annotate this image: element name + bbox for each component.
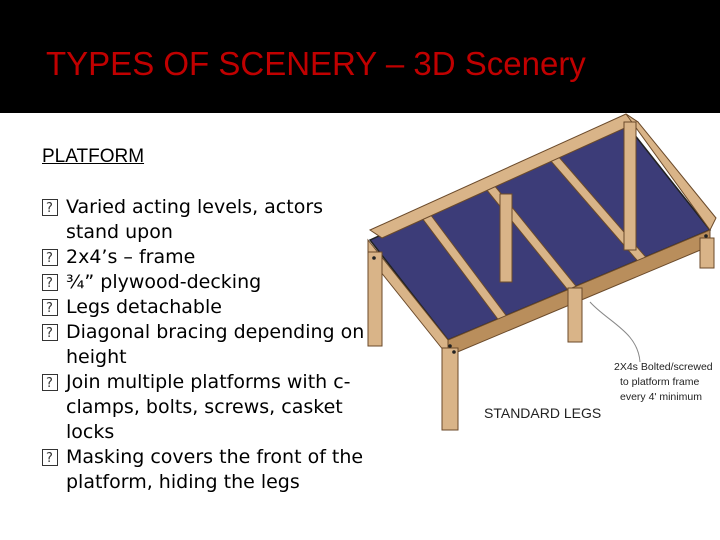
bullet-text: Legs detachable bbox=[66, 296, 222, 318]
bullet-text: ¾” plywood-decking bbox=[66, 271, 262, 293]
bullet-item: 2x4’s – frame bbox=[40, 245, 380, 271]
bolt bbox=[372, 256, 376, 260]
bullet-text: 2x4’s – frame bbox=[66, 246, 196, 268]
callout-line bbox=[589, 301, 641, 363]
bullet-item: Legs detachable bbox=[40, 295, 380, 321]
platform-leg bbox=[441, 347, 459, 431]
missing-glyph-icon bbox=[42, 246, 58, 271]
legs-label: STANDARD LEGS bbox=[484, 405, 601, 421]
bullet-text: Diagonal bracing depending on height bbox=[66, 321, 365, 368]
platform-leg bbox=[499, 193, 513, 283]
slide-title: TYPES OF SCENERY – 3D Scenery bbox=[46, 45, 586, 82]
note-line: every 4' minimum bbox=[620, 391, 702, 403]
bullet-item: Diagonal bracing depending on height bbox=[40, 320, 380, 370]
missing-glyph-icon bbox=[42, 196, 58, 221]
note-line: to platform frame bbox=[620, 376, 700, 388]
missing-glyph-icon bbox=[42, 271, 58, 296]
missing-glyph-icon bbox=[42, 296, 58, 321]
platform-leg bbox=[367, 251, 383, 347]
platform-diagram: STANDARD LEGS 2X4s Bolted/screwed to pla… bbox=[367, 113, 717, 431]
bullet-item: ¾” plywood-decking bbox=[40, 270, 380, 296]
bullet-list: Varied acting levels, actors stand upon … bbox=[40, 195, 380, 495]
platform-leg bbox=[699, 237, 715, 269]
bolt bbox=[452, 350, 456, 354]
platform-leg bbox=[567, 287, 583, 343]
bolt bbox=[448, 344, 452, 348]
bolt bbox=[704, 234, 708, 238]
platform-leg bbox=[623, 121, 637, 251]
missing-glyph-icon bbox=[42, 446, 58, 471]
bullet-item: Join multiple platforms with c-clamps, b… bbox=[40, 370, 380, 445]
missing-glyph-icon bbox=[42, 371, 58, 396]
missing-glyph-icon bbox=[42, 321, 58, 346]
bullet-text: Varied acting levels, actors stand upon bbox=[66, 196, 324, 243]
frame-side-rail bbox=[625, 113, 717, 231]
slide-subtitle: PLATFORM bbox=[42, 146, 145, 167]
title-bar: TYPES OF SCENERY – 3D Scenery bbox=[0, 0, 720, 113]
bullet-item: Varied acting levels, actors stand upon bbox=[40, 195, 380, 245]
bullet-text: Masking covers the front of the platform… bbox=[66, 446, 364, 493]
bullet-item: Masking covers the front of the platform… bbox=[40, 445, 380, 495]
note-line: 2X4s Bolted/screwed bbox=[614, 361, 713, 373]
bullet-text: Join multiple platforms with c-clamps, b… bbox=[66, 371, 351, 443]
